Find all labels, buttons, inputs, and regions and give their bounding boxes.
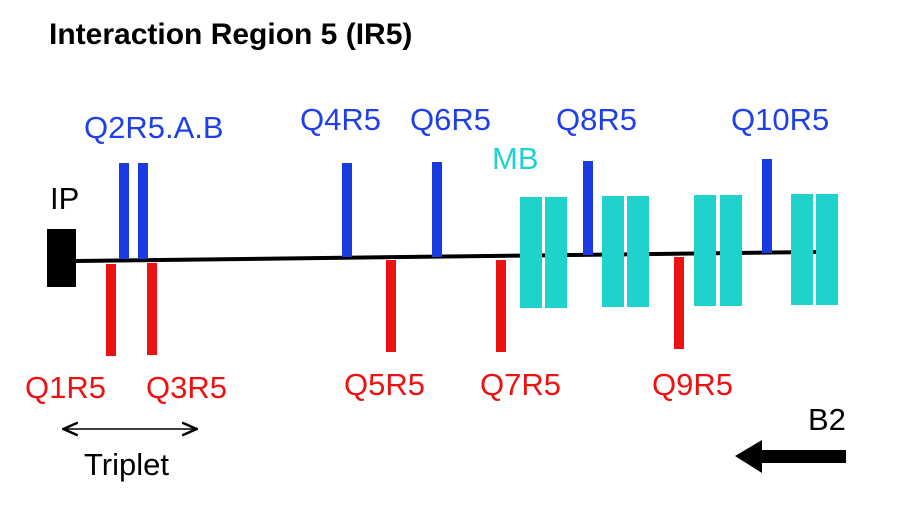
label-q5r5: Q5R5 <box>344 367 425 402</box>
magnet-q4r5 <box>342 163 352 257</box>
label-q8r5: Q8R5 <box>556 102 637 137</box>
label-q2r5-a-b: Q2R5.A.B <box>84 110 224 145</box>
label-q4r5: Q4R5 <box>300 102 381 137</box>
magnet-q2r5-a <box>119 163 129 259</box>
beam-line <box>75 250 817 263</box>
label-triplet: Triplet <box>84 447 169 482</box>
magnet-q10r5 <box>762 159 772 253</box>
label-q6r5: Q6R5 <box>410 102 491 137</box>
diagram-title: Interaction Region 5 (IR5) <box>49 18 413 51</box>
dipole-mb-5 <box>694 195 716 306</box>
dipole-mb-3 <box>602 196 624 307</box>
label-q10r5: Q10R5 <box>731 102 830 137</box>
label-q1r5: Q1R5 <box>25 370 106 405</box>
beam-direction-arrow-icon <box>735 440 846 473</box>
ip-marker <box>47 229 76 287</box>
magnet-q2r5-b <box>138 163 148 259</box>
ip-label: IP <box>50 181 80 216</box>
label-beam-b2: B2 <box>808 402 846 437</box>
magnet-q1r5 <box>106 264 116 356</box>
magnet-q3r5 <box>147 263 157 355</box>
dipole-mb-4 <box>627 196 649 307</box>
dipole-mb-1 <box>520 197 542 308</box>
label-mb: MB <box>492 141 539 176</box>
label-q7r5: Q7R5 <box>480 367 561 402</box>
label-q9r5: Q9R5 <box>652 367 733 402</box>
dipole-mb-2 <box>545 197 567 308</box>
magnet-q7r5 <box>496 260 506 352</box>
magnet-q8r5 <box>583 161 593 255</box>
magnet-q5r5 <box>386 260 396 352</box>
magnet-q9r5 <box>674 257 684 349</box>
dipole-mb-6 <box>720 195 742 306</box>
magnet-q6r5 <box>432 162 442 257</box>
label-q3r5: Q3R5 <box>146 370 227 405</box>
dipole-mb-8 <box>816 194 838 305</box>
dipole-mb-7 <box>791 194 813 305</box>
